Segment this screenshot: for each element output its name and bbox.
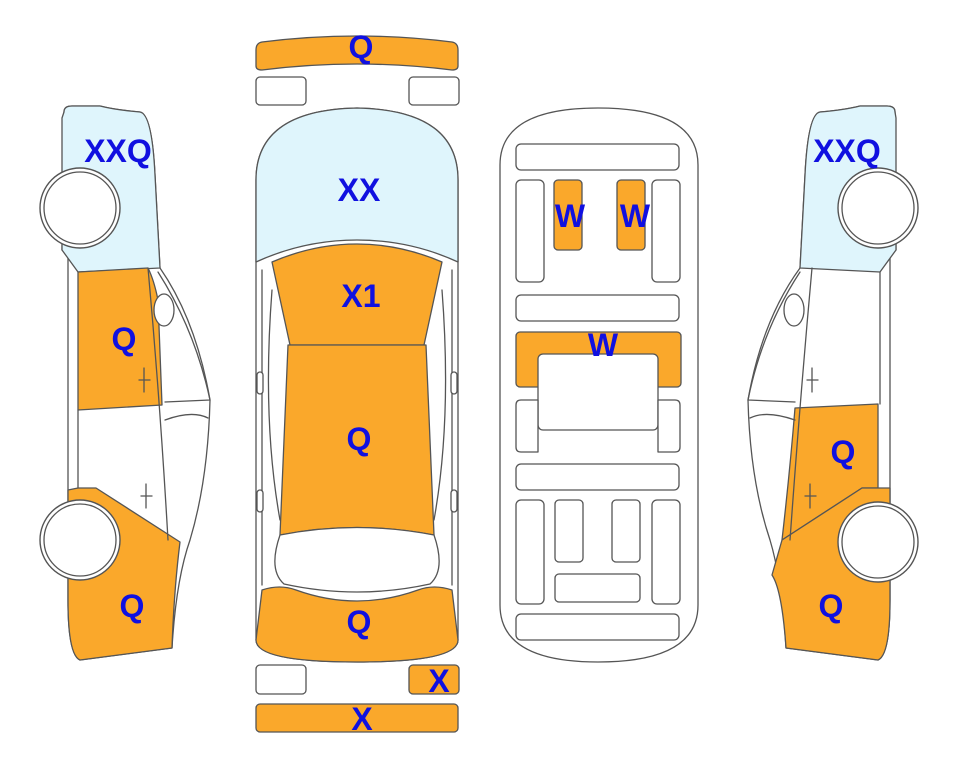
left-side-front-handle[interactable] [140,483,153,509]
rear-small-right-panel[interactable] [408,664,460,695]
right-front-wheel [837,501,919,583]
interior-console[interactable] [515,294,680,322]
left-side-mirror[interactable] [153,293,175,327]
code-windshield: XX [338,172,381,208]
interior-rear-shelf[interactable] [515,463,680,491]
interior-trunk-floor[interactable] [515,613,680,641]
left-side-door-line [147,267,169,541]
code-right-rear-quarter-window: XXQ [813,133,881,169]
code-rear-bumper: X [351,701,373,737]
interior-rear-left-door-panel[interactable] [515,499,545,605]
interior-seat-left[interactable] [553,179,583,251]
interior-dashboard[interactable] [515,143,680,171]
code-hood-front: X1 [341,278,380,314]
interior-right-front-door-panel[interactable] [651,179,681,283]
interior-seat-right[interactable] [616,179,646,251]
right-side-front-handle[interactable] [804,483,817,509]
interior-mid-right-panel[interactable] [657,399,681,453]
left-rear-wheel-inner [43,171,117,245]
front-left-light[interactable] [255,76,307,106]
windshield-panel[interactable] [255,107,459,263]
right-side-mirror[interactable] [783,293,805,327]
code-left-front-fender: Q [120,588,145,624]
top-view [255,107,459,663]
rear-glass-panel[interactable] [274,526,440,593]
code-front-bumper: Q [349,29,374,65]
right-side-rear-handle[interactable] [806,367,819,393]
code-interior-seat-right: W [620,198,651,234]
interior-mid-left-panel[interactable] [515,399,539,453]
interior-rear-seat-right[interactable] [611,499,641,563]
left-front-wheel [39,499,121,581]
damage-code-labels: Q XXQ Q Q XX X1 Q Q X X W W W XXQ Q Q [84,29,881,737]
top-view-left-mirror[interactable] [256,371,264,395]
front-bumper-panel[interactable] [255,35,459,71]
front-bumper-group [255,35,460,106]
interior-view [499,107,699,663]
code-interior-rear-bench: W [588,327,619,363]
code-interior-seat-left: W [555,198,586,234]
code-hood: Q [347,421,372,457]
top-view-left-inner-curve [267,289,281,521]
rear-bumper-group [255,664,460,733]
left-side-window-lower [164,413,209,421]
left-side-view [39,105,211,661]
code-rear-small-right: X [428,663,450,699]
code-left-rear-quarter-window: XXQ [84,133,152,169]
right-side-view [747,105,919,661]
top-view-right-mirror[interactable] [450,371,458,395]
interior-rear-right-door-panel[interactable] [651,499,681,605]
right-side-window-lower [749,413,796,421]
interior-rear-cushion[interactable] [554,573,641,603]
code-top-rear: Q [347,604,372,640]
code-left-rear-door: Q [112,321,137,357]
left-side-window-line [157,271,211,403]
right-front-wheel-inner [841,505,915,579]
front-right-light[interactable] [408,76,460,106]
interior-rear-seat-left[interactable] [554,499,584,563]
right-side-window-line [747,271,801,403]
left-side-rear-handle[interactable] [138,367,151,393]
hood-front-panel[interactable] [271,243,443,346]
top-view-left-handle[interactable] [256,489,264,513]
right-rear-wheel-inner [841,171,915,245]
interior-sunroof[interactable] [537,353,659,431]
rear-left-light[interactable] [255,664,307,695]
top-view-right-handle[interactable] [450,489,458,513]
code-right-rear-door: Q [831,434,856,470]
right-side-door-line [789,267,813,541]
right-rear-wheel [837,167,919,249]
top-rear-panel[interactable] [255,586,459,663]
top-view-right-inner-curve [433,289,447,521]
left-front-wheel-inner [43,503,117,577]
left-rear-wheel [39,167,121,249]
rear-bumper-panel[interactable] [255,703,459,733]
code-right-front-fender: Q [819,588,844,624]
interior-left-front-door-panel[interactable] [515,179,545,283]
